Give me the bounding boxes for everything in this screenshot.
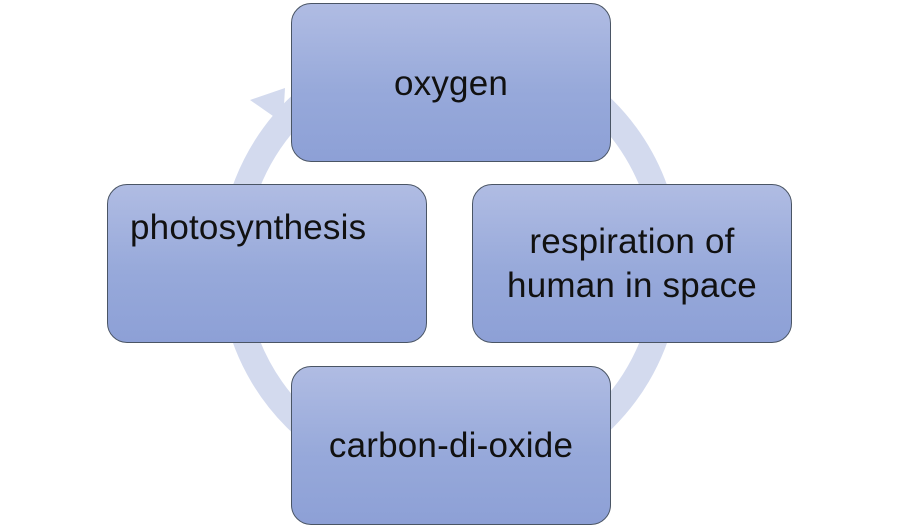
- node-photosynthesis: photosynthesis: [107, 184, 427, 343]
- cycle-arrowhead-icon: [250, 88, 285, 123]
- node-carbon-di-oxide-label: carbon-di-oxide: [328, 425, 574, 465]
- node-carbon-di-oxide: carbon-di-oxide: [291, 366, 611, 525]
- node-photosynthesis-label: photosynthesis: [130, 208, 367, 247]
- node-oxygen: oxygen: [291, 3, 611, 162]
- node-respiration-label: respiration of human in space: [507, 221, 757, 305]
- node-respiration: respiration of human in space: [472, 184, 792, 343]
- node-oxygen-label: oxygen: [393, 64, 509, 103]
